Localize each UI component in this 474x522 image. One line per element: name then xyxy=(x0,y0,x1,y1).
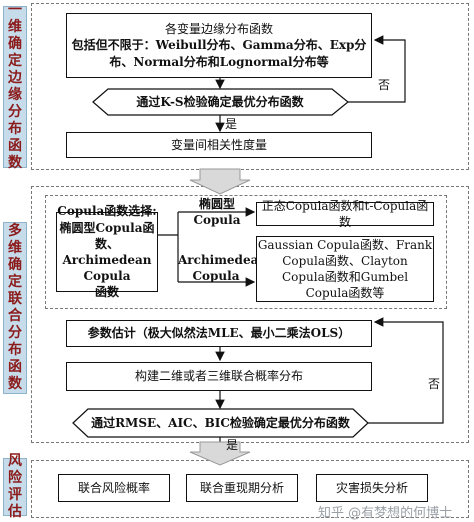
stage2-yes-label: 是 xyxy=(226,438,239,452)
marginal-distribution-box: 各变量边缘分布函数 包括但不限于：Weibull分布、Gamma分布、Exp分 … xyxy=(66,13,372,78)
copula-select-line2: 椭圆型Copula函数、 xyxy=(59,220,155,251)
joint-risk-probability-box: 联合风险概率 xyxy=(58,474,170,502)
stage2-side-label: 多维确定联合分布函数 xyxy=(3,222,27,394)
stage1-no-label: 否 xyxy=(378,78,391,92)
correlation-box: 变量间相关性度量 xyxy=(66,132,372,158)
stage1-yes-label: 是 xyxy=(225,117,238,131)
archimedean-branch-label: Archimedean Copula xyxy=(178,253,268,283)
copula-select-line3: Archimedean Copula xyxy=(62,253,152,284)
stage1-region xyxy=(31,3,469,170)
stage2-no-label: 否 xyxy=(428,377,441,391)
ks-decision-label: 通过K-S检验确定最优分布函数 xyxy=(136,95,304,109)
copula-select-line4: 函数 xyxy=(94,285,119,300)
disaster-loss-box: 灾害损失分析 xyxy=(316,474,428,502)
stage3-region xyxy=(31,460,469,518)
copula-select-box: Copula函数选择: 椭圆型Copula函数、 Archimedean Cop… xyxy=(56,204,158,299)
stage1-side-label: 一维确定边缘分布函数 xyxy=(3,2,27,171)
copula-subregion xyxy=(45,195,447,309)
copula-select-line1: Copula函数选择: xyxy=(57,204,157,219)
stage3-side-label: 风险评估 xyxy=(3,453,27,520)
archimedean-copula-box: Gaussian Copula函数、Frank Copula函数、Clayton… xyxy=(256,236,434,302)
marginal-title: 各变量边缘分布函数 xyxy=(164,22,273,37)
marginal-line2: 包括但不限于：Weibull分布、Gamma分布、Exp分 xyxy=(71,38,367,53)
joint-return-period-box: 联合重现期分析 xyxy=(186,474,298,502)
joint-distribution-box: 构建二维或者三维联合概率分布 xyxy=(66,362,372,391)
elliptical-branch-label: 椭圆型 Copula xyxy=(193,197,241,227)
watermark: 知乎 @有梦想的何博士 xyxy=(318,506,453,521)
elliptical-copula-box: 正态Copula函数和t-Copula函数 xyxy=(256,199,434,229)
marginal-line3: 布、Normal分布和Lognormal分布等 xyxy=(109,54,329,69)
stage2-region xyxy=(31,186,469,443)
parameter-estimation-box: 参数估计（极大似然法MLE、最小二乘法OLS） xyxy=(66,320,372,347)
rmse-decision-label: 通过RMSE、AIC、BIC检验确定最优分布函数 xyxy=(91,416,350,430)
